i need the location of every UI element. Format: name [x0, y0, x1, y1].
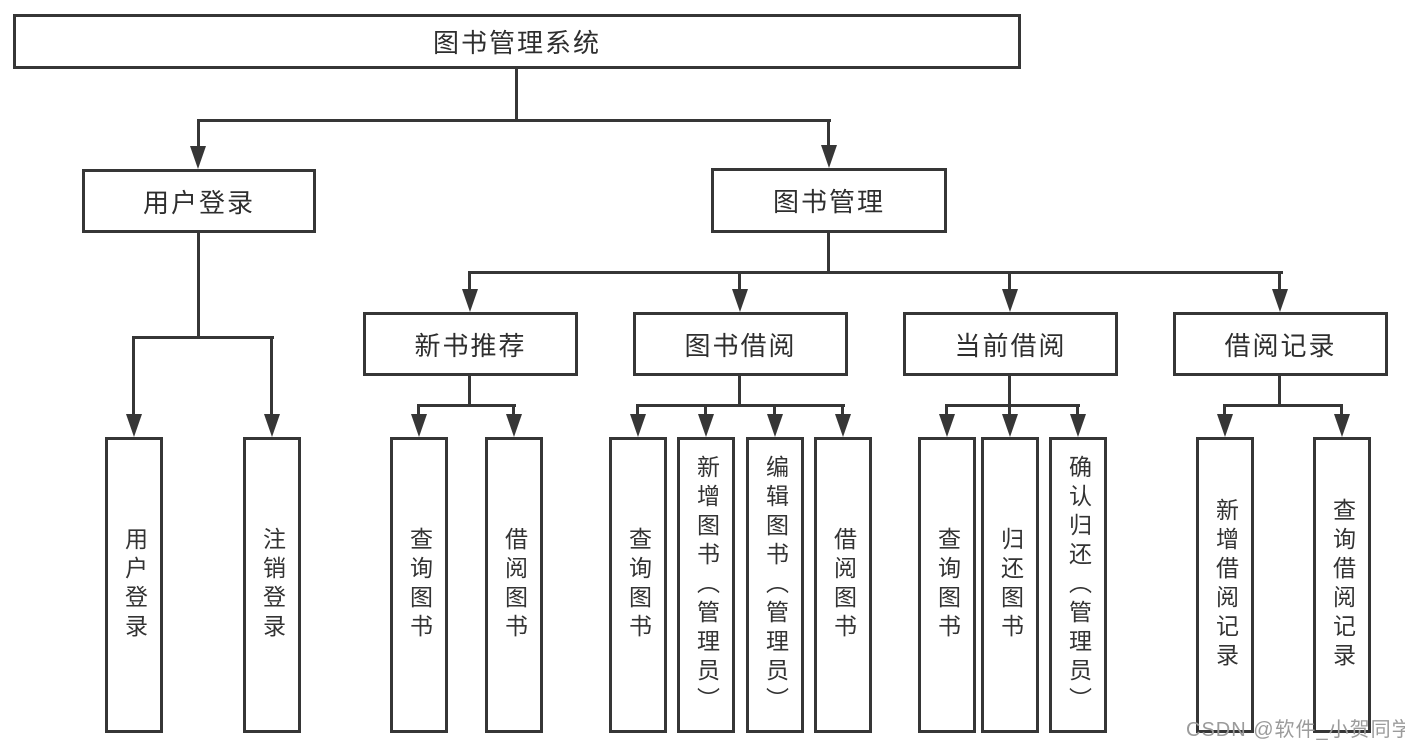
leaf-query-books: 查询图书 [390, 437, 448, 733]
leaf-label: 借阅图书 [501, 527, 528, 643]
node-book-management: 图书管理 [711, 168, 947, 233]
leaf-return-book: 归还图书 [981, 437, 1039, 733]
node-user-login: 用户登录 [82, 169, 316, 233]
leaf-add-book-admin: 新增图书（管理员） [677, 437, 735, 733]
arrow-down-icon [835, 414, 851, 437]
arrow-down-icon [1217, 414, 1233, 437]
arrow-down-icon [630, 414, 646, 437]
connector-vline [468, 376, 471, 407]
arrow-down-icon [1272, 289, 1288, 312]
connector-vline [515, 69, 518, 121]
arrow-down-icon [698, 414, 714, 437]
connector-vline [841, 404, 844, 416]
connector-vline [1008, 271, 1011, 292]
node-label: 新书推荐 [414, 330, 527, 361]
leaf-label: 借阅图书 [830, 527, 857, 643]
connector-vline [1076, 404, 1079, 416]
connector-hline [637, 404, 845, 407]
connector-vline [417, 404, 420, 416]
connector-hline [946, 404, 1080, 407]
connector-vline [827, 233, 830, 273]
connector-vline [827, 119, 830, 148]
arrow-down-icon [190, 146, 206, 169]
node-label: 当前借阅 [954, 330, 1067, 361]
leaf-label: 新增图书（管理员） [693, 454, 720, 716]
connector-vline [945, 404, 948, 416]
arrow-down-icon [1002, 289, 1018, 312]
arrow-down-icon [1334, 414, 1350, 437]
connector-vline [512, 404, 515, 416]
leaf-confirm-return-admin: 确认归还（管理员） [1049, 437, 1107, 733]
node-label: 借阅记录 [1224, 330, 1337, 361]
leaf-borrow-books: 借阅图书 [814, 437, 872, 733]
connector-vline [1008, 376, 1011, 407]
connector-vline [1008, 404, 1011, 416]
connector-vline [738, 271, 741, 292]
arrow-down-icon [264, 414, 280, 437]
arrow-down-icon [1002, 414, 1018, 437]
leaf-query-books: 查询图书 [609, 437, 667, 733]
connector-vline [773, 404, 776, 416]
node-label: 图书管理 [772, 187, 885, 217]
node-label: 图书借阅 [684, 330, 797, 361]
connector-hline [469, 271, 1283, 274]
leaf-add-borrow-record: 新增借阅记录 [1196, 437, 1254, 733]
node-label: 图书管理系统 [432, 28, 601, 58]
arrow-down-icon [506, 414, 522, 437]
connector-hline [418, 404, 516, 407]
connector-hline [133, 336, 274, 339]
leaf-label: 查询图书 [625, 527, 652, 643]
leaf-label: 确认归还（管理员） [1065, 454, 1092, 716]
connector-hline [1224, 404, 1343, 407]
node-new-book-recommendation: 新书推荐 [363, 312, 578, 376]
connector-vline [197, 119, 200, 148]
arrow-down-icon [1070, 414, 1086, 437]
leaf-label: 用户登录 [121, 527, 148, 643]
arrow-down-icon [462, 289, 478, 312]
leaf-borrow-books: 借阅图书 [485, 437, 543, 733]
arrow-down-icon [411, 414, 427, 437]
connector-vline [704, 404, 707, 416]
node-library-management-system: 图书管理系统 [13, 14, 1021, 69]
node-book-borrowing: 图书借阅 [633, 312, 848, 376]
leaf-label: 归还图书 [997, 527, 1024, 643]
connector-vline [197, 233, 200, 338]
watermark: CSDN @软件_小贺同学 [1186, 719, 1405, 741]
connector-vline [468, 271, 471, 292]
connector-vline [132, 336, 135, 416]
connector-vline [1340, 404, 1343, 416]
leaf-user-login: 用户登录 [105, 437, 163, 733]
connector-vline [1278, 376, 1281, 407]
arrow-down-icon [732, 289, 748, 312]
connector-vline [1223, 404, 1226, 416]
arrow-down-icon [767, 414, 783, 437]
node-current-borrowing: 当前借阅 [903, 312, 1118, 376]
node-label: 用户登录 [142, 187, 255, 218]
arrow-down-icon [126, 414, 142, 437]
leaf-label: 注销登录 [259, 527, 286, 643]
leaf-label: 新增借阅记录 [1212, 498, 1239, 672]
leaf-label: 编辑图书（管理员） [762, 454, 789, 716]
leaf-label: 查询图书 [934, 527, 961, 643]
connector-vline [270, 336, 273, 416]
connector-vline [738, 376, 741, 407]
leaf-query-borrow-record: 查询借阅记录 [1313, 437, 1371, 733]
leaf-logout: 注销登录 [243, 437, 301, 733]
leaf-query-books: 查询图书 [918, 437, 976, 733]
arrow-down-icon [821, 145, 837, 168]
connector-vline [1278, 271, 1281, 292]
leaf-edit-book-admin: 编辑图书（管理员） [746, 437, 804, 733]
connector-hline [197, 119, 831, 122]
arrow-down-icon [939, 414, 955, 437]
leaf-label: 查询图书 [406, 527, 433, 643]
leaf-label: 查询借阅记录 [1329, 498, 1356, 672]
node-borrowing-records: 借阅记录 [1173, 312, 1388, 376]
connector-vline [636, 404, 639, 416]
